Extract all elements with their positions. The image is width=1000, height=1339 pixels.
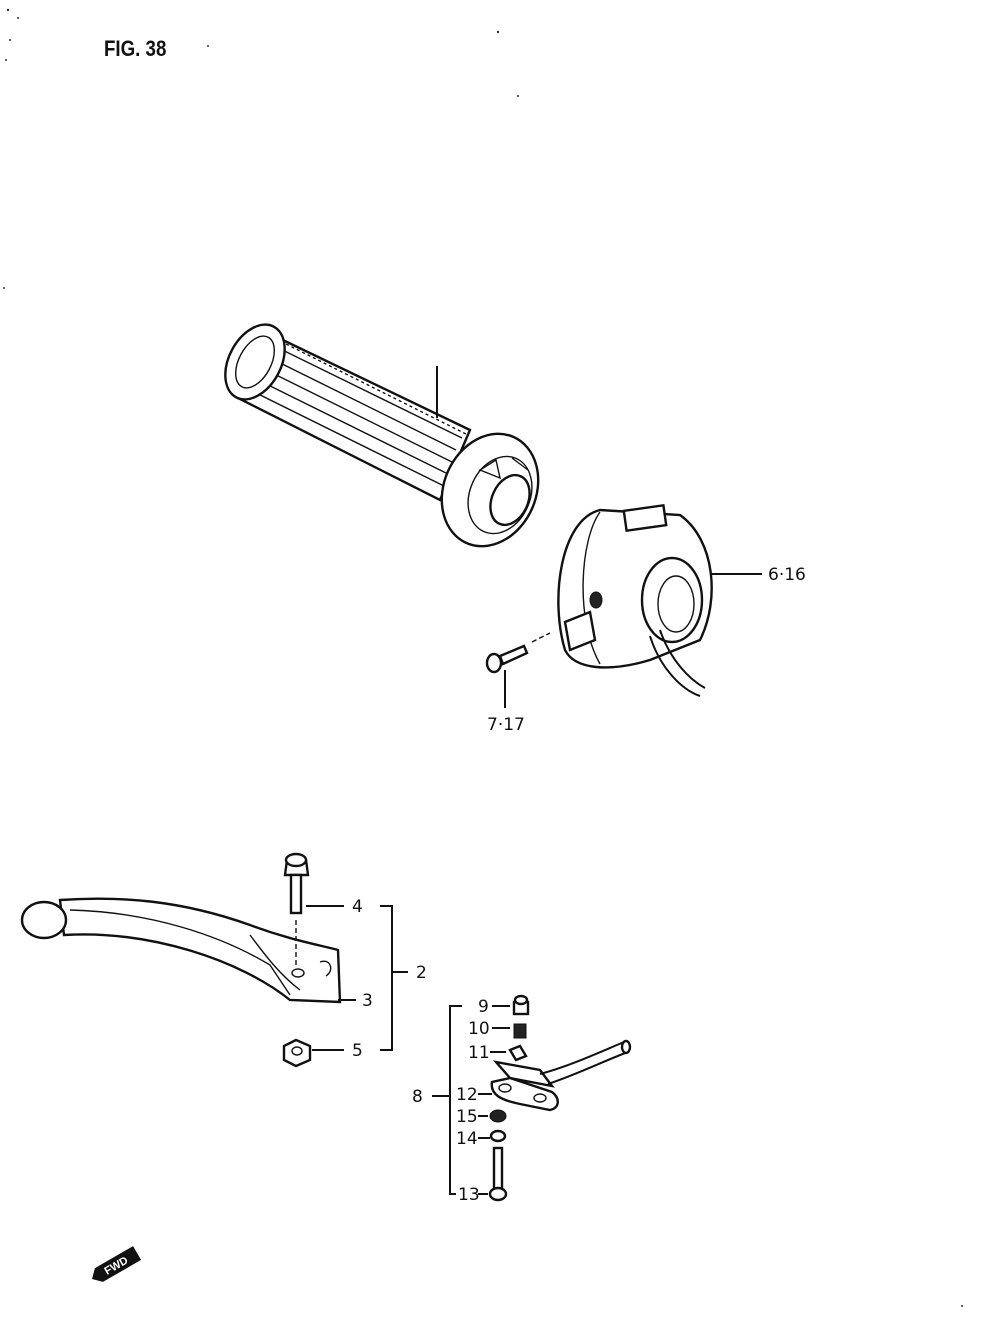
callout-14: 14 [456, 1129, 478, 1149]
callout-10: 10 [468, 1019, 490, 1039]
handlebar-grip [224, 323, 540, 548]
housing-screw [485, 632, 551, 674]
callout-7-17: 7·17 [487, 715, 525, 735]
callout-4: 4 [352, 897, 363, 917]
callout-9: 9 [478, 997, 489, 1017]
pivot-bolt [283, 852, 310, 968]
callout-3: 3 [362, 991, 373, 1011]
callout-2: 2 [416, 963, 427, 983]
lever-nut [282, 1038, 312, 1068]
switch-housing [557, 503, 713, 697]
clutch-lever [20, 897, 342, 1004]
callout-12: 12 [456, 1085, 478, 1105]
fwd-arrow-icon: FWD [92, 1246, 142, 1282]
bracket-2 [380, 905, 393, 1051]
scan-specks [3, 8, 963, 1307]
fig-title: FIG. 38 [104, 36, 167, 61]
callout-11: 11 [468, 1043, 490, 1063]
callout-8: 8 [412, 1087, 423, 1107]
bracket-8 [449, 1005, 462, 1195]
switch-assembly [488, 994, 632, 1202]
callout-13: 13 [458, 1185, 480, 1205]
callout-5: 5 [352, 1041, 363, 1061]
callout-6-16: 6·16 [768, 565, 806, 585]
callout-15: 15 [456, 1107, 478, 1127]
